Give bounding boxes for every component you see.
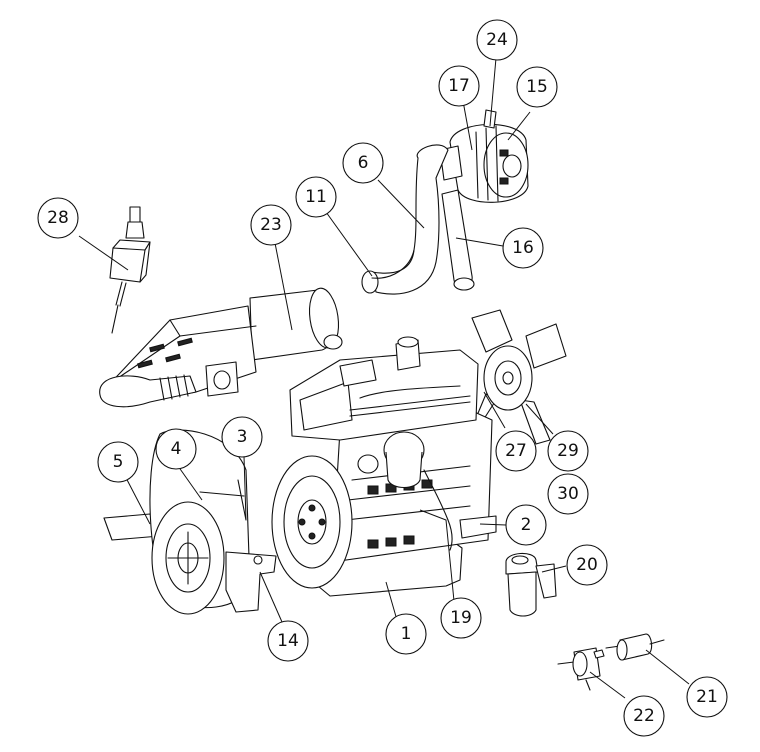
callout-3: 3 [221, 416, 263, 458]
svg-text:30: 30 [557, 484, 579, 504]
callout-15: 15 [516, 66, 558, 108]
callout-14: 14 [267, 620, 309, 662]
svg-text:27: 27 [505, 441, 527, 461]
callout-11: 11 [295, 176, 337, 218]
svg-text:17: 17 [448, 76, 470, 96]
svg-text:28: 28 [47, 208, 69, 228]
svg-text:5: 5 [113, 452, 124, 472]
svg-text:16: 16 [512, 238, 534, 258]
callout-23: 23 [250, 204, 292, 246]
leader-lines [78, 57, 690, 699]
part-cooling-fan [471, 309, 567, 445]
callout-20: 20 [566, 544, 608, 586]
svg-text:4: 4 [171, 439, 182, 459]
callout-17: 17 [438, 65, 480, 107]
callout-28: 28 [37, 197, 79, 239]
svg-text:2: 2 [521, 515, 532, 535]
callout-21: 21 [686, 676, 728, 718]
callout-4: 4 [155, 428, 197, 470]
callout-19: 19 [440, 597, 482, 639]
svg-text:22: 22 [633, 706, 655, 726]
callout-22: 22 [623, 695, 665, 737]
svg-text:3: 3 [237, 427, 248, 447]
part-engine-block [271, 336, 497, 597]
part-bell-housing [103, 429, 277, 615]
part-inline-filter [605, 633, 665, 661]
svg-text:11: 11 [305, 187, 327, 207]
callout-1: 1 [385, 613, 427, 655]
callout-6: 6 [342, 142, 384, 184]
callout-27: 27 [495, 430, 537, 472]
part-fuel-pump [557, 647, 605, 691]
callout-5: 5 [97, 441, 139, 483]
callout-2: 2 [505, 504, 547, 546]
svg-text:23: 23 [260, 215, 282, 235]
svg-text:21: 21 [696, 687, 718, 707]
part-fuel-filter [505, 552, 557, 617]
part-exhaust-muffler [99, 287, 343, 408]
svg-text:20: 20 [576, 555, 598, 575]
callout-24: 24 [476, 19, 518, 61]
svg-text:15: 15 [526, 77, 548, 97]
part-throttle-solenoid [109, 206, 151, 334]
callout-29: 29 [547, 430, 589, 472]
callout-30: 30 [547, 473, 589, 515]
svg-text:19: 19 [450, 608, 472, 628]
svg-text:29: 29 [557, 441, 579, 461]
svg-text:14: 14 [277, 631, 299, 651]
callout-16: 16 [502, 227, 544, 269]
svg-text:1: 1 [401, 624, 412, 644]
svg-text:6: 6 [358, 153, 369, 173]
svg-text:24: 24 [486, 30, 508, 50]
part-air-cleaner [439, 109, 529, 203]
